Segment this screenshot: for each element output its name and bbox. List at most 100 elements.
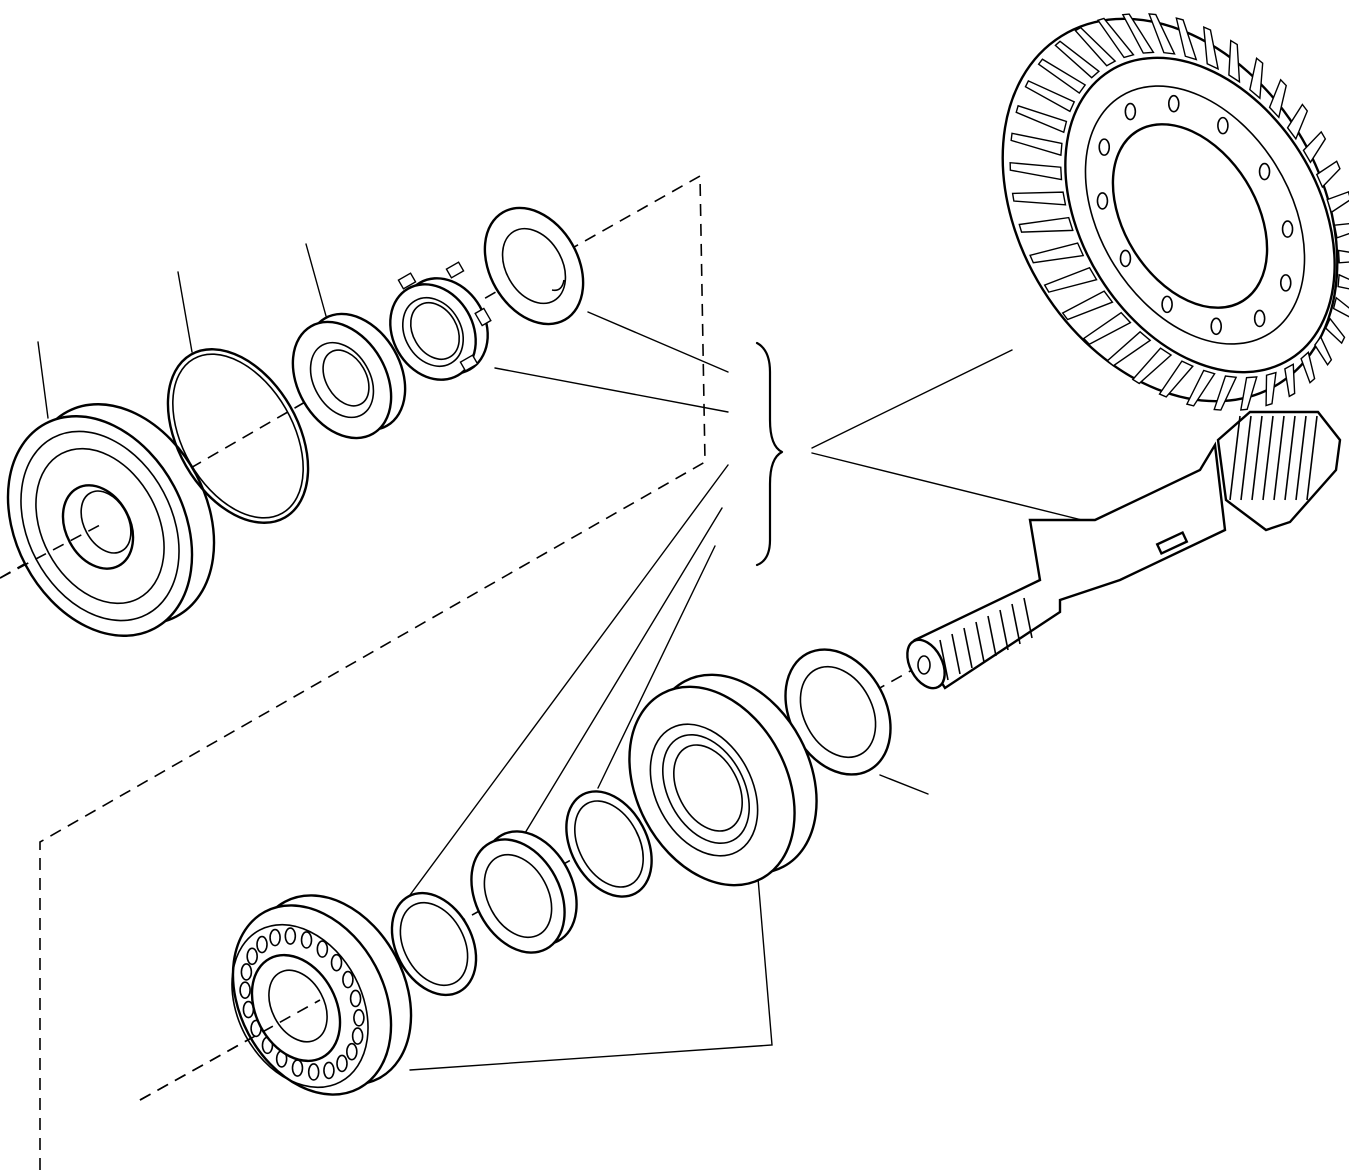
pinion-tooth	[1229, 415, 1241, 501]
roller-element	[336, 1054, 348, 1073]
roller-element	[269, 928, 281, 947]
gear-tooth	[1024, 79, 1076, 113]
gear-tooth	[1082, 311, 1132, 346]
o-ring-icon	[166, 348, 310, 524]
spline-line	[1023, 597, 1033, 639]
roller-element	[330, 953, 343, 972]
pinion-tooth	[1240, 415, 1252, 501]
bolt-hole	[1124, 102, 1137, 121]
leader-lines	[37, 243, 1091, 1071]
pinion-tooth	[1262, 415, 1274, 501]
spline-line	[939, 639, 949, 681]
spline-line	[975, 621, 985, 663]
spline-line	[963, 627, 973, 669]
gear-tooth	[1326, 190, 1349, 214]
pinion-tooth	[1251, 415, 1263, 501]
gear-tooth	[1265, 371, 1277, 407]
bolt-hole	[1096, 192, 1109, 210]
bolt-hole	[1098, 138, 1111, 156]
center-axis-lines	[0, 524, 321, 1101]
roller-element	[307, 1063, 320, 1081]
gear-tooth	[1015, 104, 1068, 134]
taper-bearing-icon	[628, 673, 818, 887]
gear-tooth	[1131, 347, 1173, 385]
bolt-hole	[1281, 220, 1294, 238]
gear-tooth	[1121, 13, 1155, 54]
roller-element	[351, 1027, 364, 1045]
pinion-tooth	[1284, 415, 1296, 501]
bolt-hole	[1119, 249, 1132, 268]
gear-tooth	[1158, 360, 1194, 398]
gear-tooth	[1185, 369, 1216, 407]
spline-line	[951, 633, 961, 675]
spline-line	[1011, 603, 1021, 645]
washer-icon	[784, 648, 892, 776]
gear-tooth	[1010, 132, 1063, 157]
bolt-hole	[1258, 162, 1271, 181]
gear-tooth	[1037, 58, 1087, 94]
roller-element	[323, 1061, 335, 1080]
gear-tooth	[1268, 78, 1288, 119]
gear-tooth	[1302, 130, 1327, 164]
gear-tooth	[1313, 335, 1333, 366]
bearing-housing-icon	[6, 403, 216, 637]
bolt-hole	[1161, 295, 1173, 314]
tab-washer-icon	[483, 206, 585, 326]
gear-tooth	[1332, 296, 1349, 318]
bevel-ring-gear-icon	[1001, 13, 1349, 411]
gear-tooth	[1175, 17, 1198, 61]
bolt-hole	[1217, 116, 1229, 135]
gear-tooth	[1284, 363, 1296, 398]
roller-element	[256, 935, 268, 954]
pinion-tooth	[1295, 415, 1307, 501]
gear-tooth	[1061, 290, 1114, 321]
gear-tooth	[1286, 103, 1309, 141]
group-brace	[755, 341, 784, 567]
roller-element	[284, 927, 297, 945]
roller-element	[349, 989, 362, 1008]
taper-bearing-icon	[291, 312, 407, 440]
roller-element	[300, 931, 313, 949]
gear-tooth	[1043, 266, 1098, 293]
bolt-hole	[1210, 317, 1223, 336]
spacer-ring-icon	[565, 790, 653, 898]
roller-element	[316, 940, 329, 958]
gear-tooth	[1029, 242, 1085, 264]
gear-tooth	[1324, 317, 1346, 345]
gear-tooth	[1228, 39, 1241, 84]
shim-ring-icon	[390, 891, 478, 997]
roller-element	[346, 1042, 358, 1061]
castle-nut-icon	[389, 261, 492, 381]
bearing-race-icon	[470, 830, 578, 954]
roller-element	[239, 981, 251, 999]
gear-tooth	[1106, 330, 1152, 367]
gear-tooth	[1096, 17, 1135, 59]
roller-element	[246, 947, 258, 966]
spline-line	[999, 609, 1009, 651]
roller-element	[353, 1009, 365, 1027]
gear-tooth	[1249, 56, 1264, 100]
bevel-pinion-shaft-icon	[906, 410, 1342, 690]
gear-tooth	[1315, 160, 1341, 189]
gear-tooth	[1011, 191, 1067, 206]
bolt-hole	[1279, 274, 1292, 292]
spline-line	[987, 615, 997, 657]
bolt-hole	[1253, 309, 1266, 328]
roller-element	[240, 963, 253, 981]
bolt-hole	[1167, 94, 1180, 113]
gear-tooth	[1337, 249, 1349, 264]
gear-tooth	[1009, 161, 1063, 181]
gear-tooth	[1018, 216, 1074, 233]
gear-tooth	[1148, 13, 1176, 55]
pinion-tooth	[1273, 415, 1285, 501]
gear-tooth	[1333, 222, 1349, 239]
gear-tooth	[1202, 25, 1220, 71]
gear-tooth	[1239, 376, 1258, 411]
gear-tooth	[1054, 40, 1101, 79]
gear-tooth	[1300, 351, 1316, 384]
pinion-tooth	[1306, 415, 1318, 501]
roller-element	[342, 970, 354, 989]
roller-bearing-icon	[231, 894, 413, 1096]
gear-tooth	[1213, 375, 1238, 411]
